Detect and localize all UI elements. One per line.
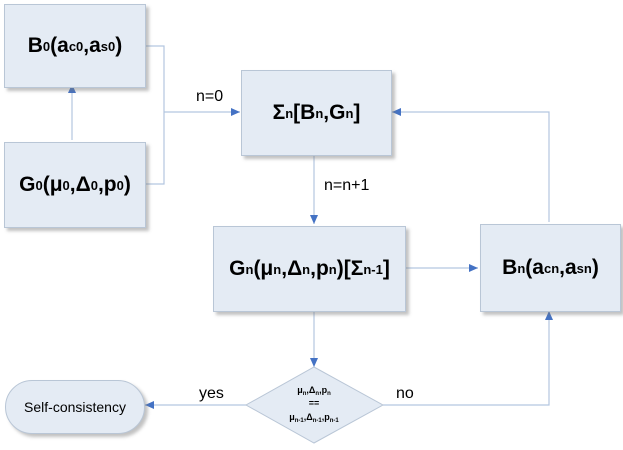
label-increment: n=n+1 <box>324 177 370 194</box>
label-no: no <box>396 385 414 402</box>
label-yes: yes <box>199 385 224 402</box>
decision-text: μn,Δn,pn == μn-1,Δn-1,pn-1 <box>260 385 368 429</box>
decision-diamond <box>244 366 385 444</box>
init-bracket-bottom <box>145 112 165 185</box>
bn-to-sigma-arrow <box>392 108 550 222</box>
decision-previous: μn-1,Δn-1,pn-1 <box>289 412 339 424</box>
self-consistency-terminator: Self-consistency <box>5 380 145 434</box>
decision-current: μn,Δn,pn <box>297 385 331 397</box>
decision-equals: == <box>308 398 320 408</box>
init-bracket-top <box>145 45 165 112</box>
self-consistency-label: Self-consistency <box>24 399 126 415</box>
label-n0: n=0 <box>196 88 224 105</box>
no-arrow <box>383 311 553 406</box>
